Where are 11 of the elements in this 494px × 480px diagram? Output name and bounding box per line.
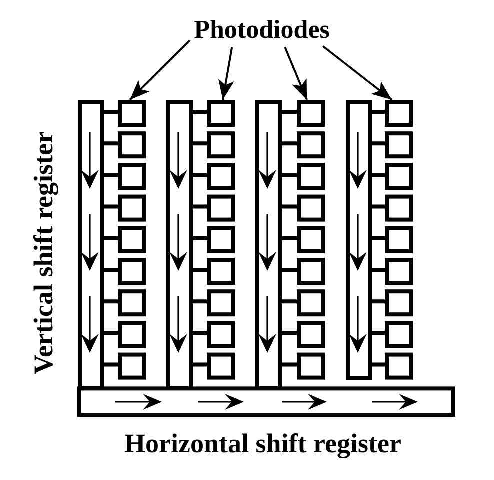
photodiode-square (207, 100, 235, 127)
leader-arrow (284, 46, 308, 100)
register-label: Vertical shift register (28, 132, 60, 374)
photodiode-square (297, 100, 325, 127)
leader-arrow (322, 46, 393, 101)
callout-label: Photodiodes (194, 15, 330, 45)
register-label: Horizontal shift register (124, 428, 402, 460)
photodiode-square (385, 100, 413, 127)
leader-arrow (218, 47, 234, 100)
photodiode-square (118, 100, 146, 127)
leader-arrow (129, 40, 191, 101)
